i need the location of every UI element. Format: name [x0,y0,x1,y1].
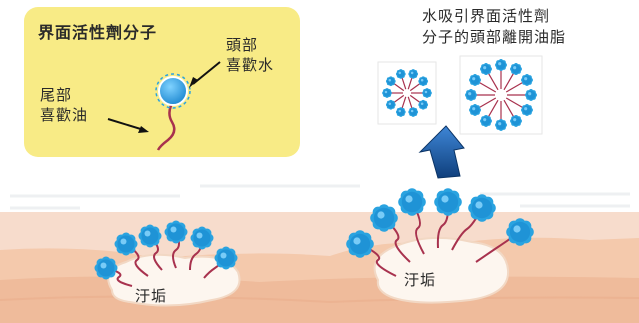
surfactant-molecule [94,256,133,287]
molecule-head [480,63,492,75]
molecule-head [418,99,429,110]
molecule-head [114,232,138,256]
dirt-label-left: 汙垢 [135,287,168,305]
legend-molecule [155,73,191,151]
tail-label: 尾部 喜歡油 [40,85,88,125]
molecule-head [434,188,462,216]
molecule-head [346,230,374,258]
molecule-head [94,256,118,280]
surfactant-molecule [138,224,163,271]
tail-label-line-2: 喜歡油 [40,106,89,124]
surfactant-molecule [189,226,214,271]
molecule-head [469,104,481,116]
dirt-blob-left [107,253,241,307]
molecule-tail [359,243,397,277]
head-label-line-1: 頭部 [226,36,259,54]
tail-label-line-1: 尾部 [40,86,73,104]
head-pointer-arrow [189,61,221,88]
surfactant-molecule [203,246,238,279]
molecule-head [408,69,419,79]
surfactant-molecule [114,232,149,277]
molecule-head [408,107,419,117]
tail-pointer-arrow [107,118,149,133]
molecule-head [370,204,398,232]
molecule-head [506,218,534,246]
molecule-head [495,59,507,71]
molecule-head [510,115,522,127]
surfactant-molecule [164,220,188,269]
surfactant-molecule [451,194,496,251]
caption: 水吸引界面活性劑 分子的頭部離開油脂 [422,6,566,48]
molecule-head [190,226,214,250]
dirt-blob-right [373,236,510,304]
molecule-head [521,104,533,116]
molecule-head [398,188,426,216]
molecule-head [418,76,429,87]
molecule-head [395,69,406,79]
caption-line-2: 分子的頭部離開油脂 [422,28,567,46]
molecule-head [480,115,492,127]
molecule-head [465,89,477,101]
surfactant-molecule [475,218,534,263]
molecule-head [422,88,432,98]
skin-surface [0,184,639,323]
legend-title: 界面活性劑分子 [38,23,158,42]
caption-line-1: 水吸引界面活性劑 [422,7,551,25]
surfactant-molecules [94,188,534,287]
surfactant-molecule [370,204,411,263]
molecule-head [138,224,162,248]
molecule-head [395,107,406,117]
head-label: 頭部 喜歡水 [226,35,274,75]
surfactant-molecule [398,188,426,255]
molecule-head [469,74,481,86]
micelle-inset-small [377,61,437,125]
lift-up-arrow [418,125,465,179]
head-label-line-2: 喜歡水 [226,56,275,74]
molecule-head [521,74,533,86]
dirt-label-right: 汙垢 [404,271,437,289]
molecule-head [385,76,396,87]
molecule-head [510,63,522,75]
molecule-head [525,89,537,101]
molecule-head [214,246,238,270]
molecule-head [468,194,496,222]
molecule-head [382,88,392,98]
micelle-inset-large [459,55,543,135]
surfactant-molecule [434,188,462,249]
molecule-head [385,99,396,110]
molecule-head [164,220,188,244]
surfactant-molecule [346,230,397,277]
molecule-head [495,119,507,131]
